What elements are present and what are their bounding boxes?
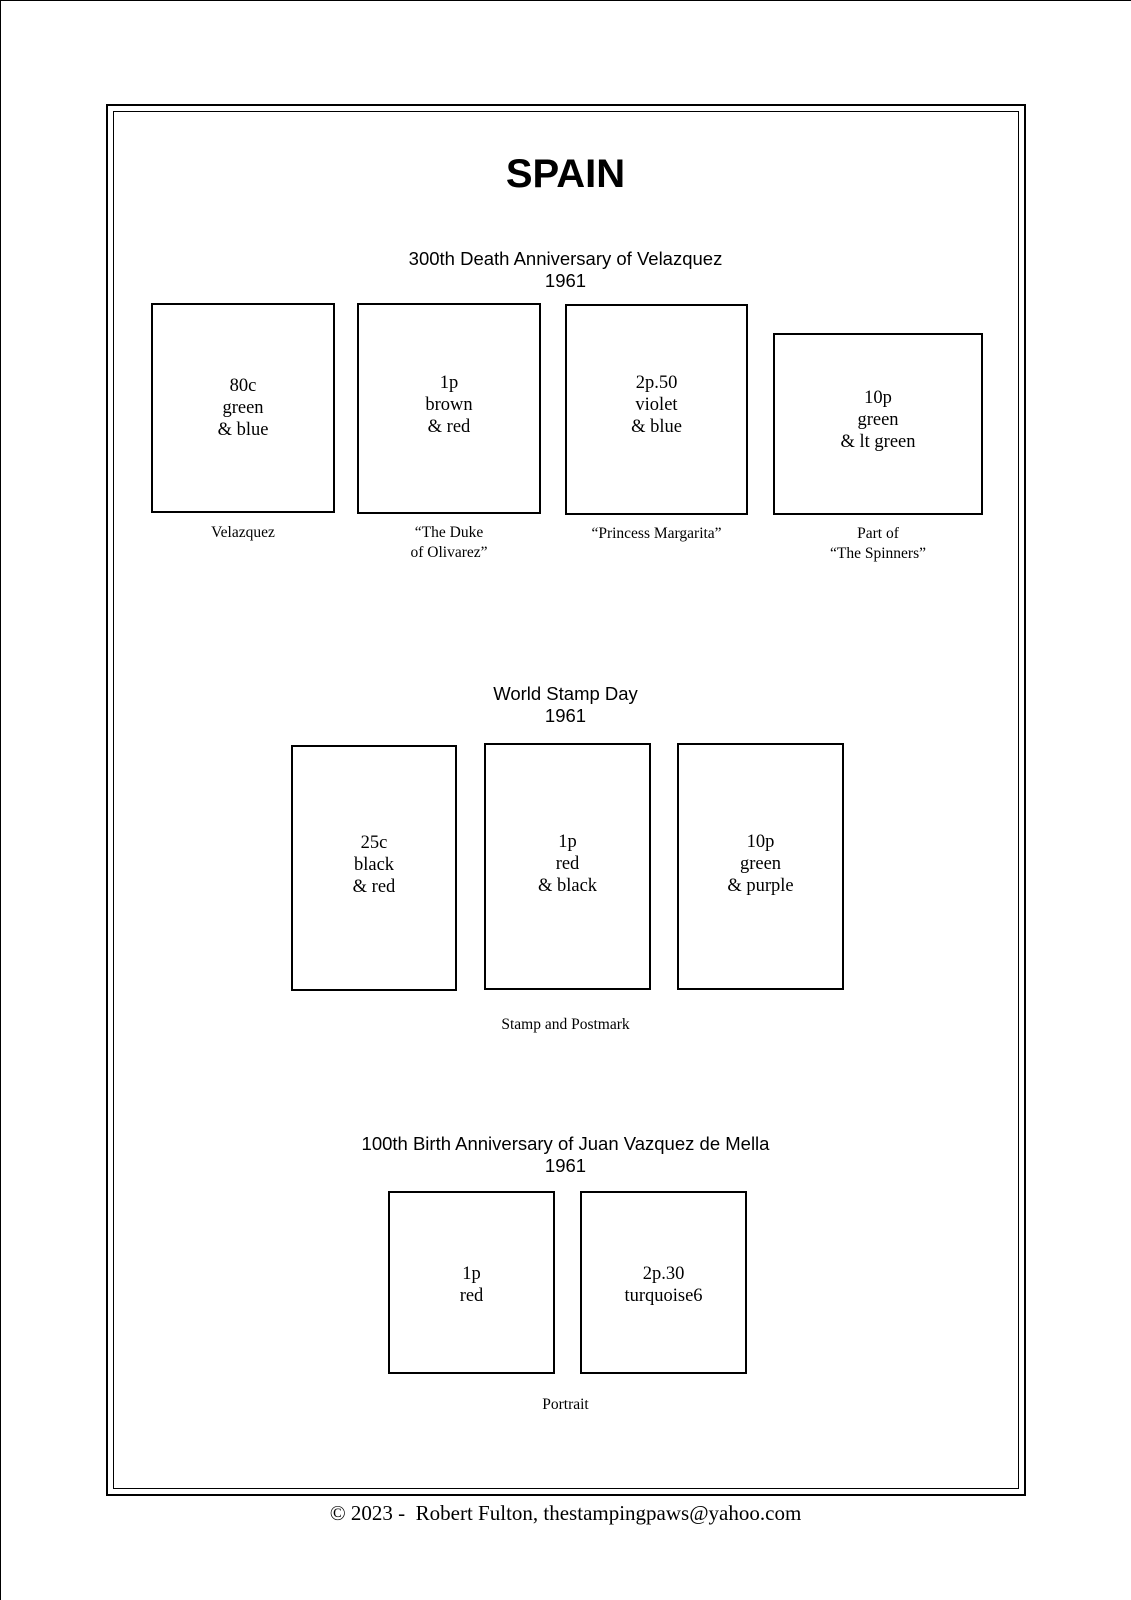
stamp-color-secondary: & blue	[631, 417, 682, 437]
stamp-value: 1p	[439, 373, 459, 393]
stamp-description: 10p green & purple	[679, 831, 842, 897]
stamp-description: 1p red & black	[486, 831, 649, 897]
album-frame-outer	[106, 104, 1026, 1496]
stamp-space: 25c black & red	[291, 745, 457, 991]
section-title: 100th Birth Anniversary of Juan Vazquez …	[361, 1133, 770, 1154]
section-year: 1961	[544, 705, 587, 726]
stamp-value: 1p	[462, 1264, 481, 1284]
stamp-color: brown	[425, 395, 473, 415]
stamp-color-secondary: & blue	[217, 420, 269, 440]
stamp-space: 1p red & black	[484, 743, 651, 990]
section-title: World Stamp Day	[493, 683, 638, 704]
stamp-value: 25c	[360, 833, 388, 853]
stamp-value: 2p.30	[642, 1264, 685, 1284]
section-heading-vazquez-de-mella: 100th Birth Anniversary of Juan Vazquez …	[0, 1133, 1131, 1177]
stamp-color-secondary: & black	[537, 876, 598, 896]
page-title: SPAIN	[505, 152, 626, 196]
section-year: 1961	[544, 1155, 587, 1176]
stamp-color: turquoise6	[624, 1286, 703, 1306]
stamp-color: green	[739, 854, 782, 874]
section-caption: Portrait	[542, 1396, 589, 1413]
stamp-space: 1p brown & red	[357, 303, 541, 514]
stamp-color: red	[555, 854, 580, 874]
stamp-description: 1p brown & red	[359, 372, 539, 438]
stamp-space: 2p.50 violet & blue	[565, 304, 748, 515]
stamp-color: violet	[635, 395, 678, 415]
stamp-color: green	[857, 410, 899, 430]
section-caption: Stamp and Postmark	[501, 1016, 630, 1033]
stamp-value: 2p.50	[635, 373, 678, 393]
stamp-description: 2p.50 violet & blue	[567, 372, 746, 438]
stamp-color: red	[459, 1286, 484, 1306]
stamp-color-secondary: & lt green	[840, 432, 916, 452]
stamp-description: 25c black & red	[293, 832, 455, 898]
stamp-color-secondary: & red	[352, 877, 396, 897]
stamp-value: 10p	[746, 832, 775, 852]
stamp-caption: “Princess Margarita”	[591, 525, 722, 542]
stamp-space: 2p.30 turquoise6	[580, 1191, 747, 1374]
stamp-caption: Velazquez	[211, 524, 275, 541]
stamp-color: black	[353, 855, 395, 875]
stamp-value: 1p	[558, 832, 577, 852]
section-year: 1961	[544, 270, 587, 291]
stamp-color-secondary: & red	[427, 417, 471, 437]
section-heading-world-stamp-day: World Stamp Day 1961	[0, 683, 1131, 727]
stamp-space: 10p green & lt green	[773, 333, 983, 515]
stamp-description: 1p red	[390, 1263, 553, 1307]
copyright-footer: © 2023 - Robert Fulton, thestampingpaws@…	[329, 1501, 802, 1525]
stamp-color-secondary: & purple	[727, 876, 794, 896]
stamp-space: 1p red	[388, 1191, 555, 1374]
stamp-caption: “The Duke of Olivarez”	[410, 524, 488, 561]
section-heading-velazquez: 300th Death Anniversary of Velazquez 196…	[0, 248, 1131, 292]
stamp-value: 10p	[864, 388, 892, 408]
stamp-description: 10p green & lt green	[775, 387, 981, 453]
stamp-color: green	[222, 398, 264, 418]
section-title: 300th Death Anniversary of Velazquez	[408, 248, 723, 269]
stamp-description: 2p.30 turquoise6	[582, 1263, 745, 1307]
album-frame-inner	[113, 111, 1019, 1489]
stamp-value: 80c	[229, 376, 257, 396]
stamp-description: 80c green & blue	[153, 375, 333, 441]
stamp-caption: Part of “The Spinners”	[830, 525, 926, 562]
stamp-space: 80c green & blue	[151, 303, 335, 513]
stamp-space: 10p green & purple	[677, 743, 844, 990]
